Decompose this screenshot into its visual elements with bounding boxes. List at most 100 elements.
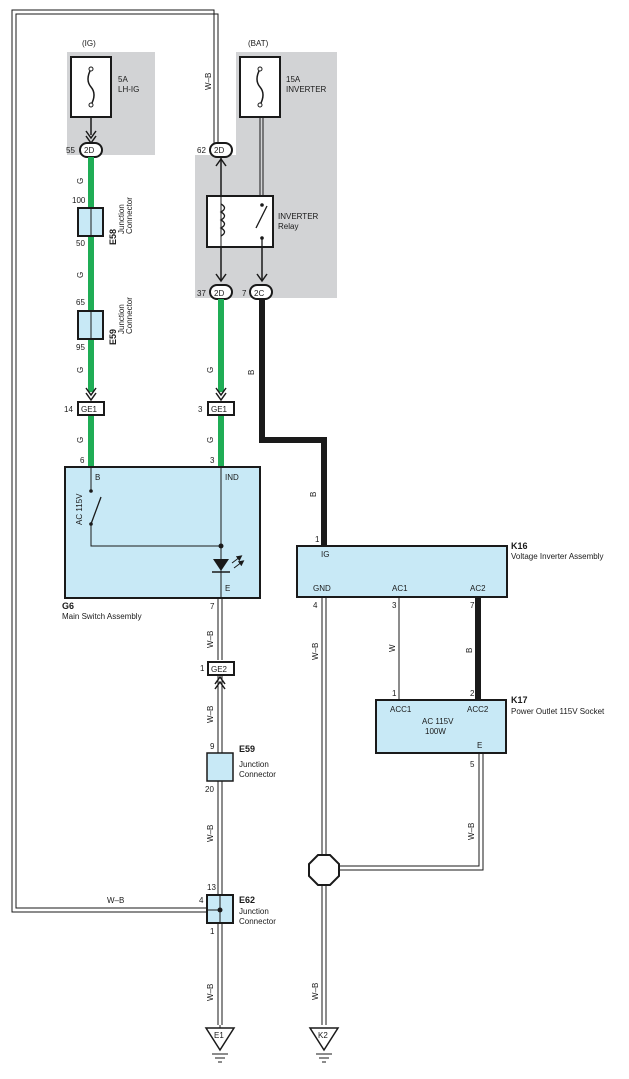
ground-k2-icon: [308, 1027, 340, 1052]
ge1-left-label: GE1: [81, 405, 98, 414]
black-wire-b: [259, 299, 327, 546]
e58-id: E58: [108, 229, 118, 245]
fuse-ig-name: LH-IG: [118, 85, 139, 94]
fuse-bat-rating: 15A: [286, 75, 301, 84]
main-switch-assembly: [64, 466, 261, 599]
e62-pin-left: 4: [199, 896, 204, 905]
wb-outer-loop: [11, 9, 219, 913]
k16-name: Voltage Inverter Assembly: [511, 552, 604, 561]
e62-desc1: Junction: [239, 907, 269, 916]
wb-wire-k17-e: [340, 753, 484, 871]
k17-id: K17: [511, 695, 528, 705]
conn-7-label: 2C: [254, 289, 264, 298]
k16-ig: IG: [321, 550, 329, 559]
conn-55-pin: 55: [66, 146, 75, 155]
wire-label-wb-4: W–B: [206, 984, 215, 1001]
k17-rating1: AC 115V: [422, 717, 454, 726]
voltage-inverter-assembly: [296, 545, 508, 598]
k17-pin-5: 5: [470, 760, 475, 769]
e62-pin-bottom: 1: [210, 927, 215, 936]
fuse-ig-rating: 5A: [118, 75, 128, 84]
g6-name: Main Switch Assembly: [62, 612, 142, 621]
fuse-bat-symbol: [256, 68, 264, 106]
conn-55-label: 2D: [84, 146, 94, 155]
wire-label-w: W: [388, 644, 397, 652]
fuse-bat-name: INVERTER: [286, 85, 327, 94]
k17-acc1: ACC1: [390, 705, 412, 714]
wire-label-g-5: G: [206, 367, 215, 373]
ge1-right-label: GE1: [211, 405, 228, 414]
k16-pin-4: 4: [313, 601, 318, 610]
k16-pin-7: 7: [470, 601, 475, 610]
k16-ac2: AC2: [470, 584, 486, 593]
fuse-ig-tag: (IG): [82, 39, 96, 48]
k17-e: E: [477, 741, 482, 750]
ge1-right-pin: 3: [198, 405, 203, 414]
e58-pin-top: 100: [72, 196, 86, 205]
wire-label-wb-2: W–B: [206, 706, 215, 723]
g6-pin-ind: IND: [225, 473, 239, 482]
conn-ge2: [207, 661, 235, 676]
g6-pin-b: B: [95, 473, 100, 482]
k17-rating2: 100W: [425, 727, 446, 736]
ground-e1-label: E1: [214, 1031, 224, 1040]
wire-label-wb-3: W–B: [206, 825, 215, 842]
e59t-id: E59: [108, 329, 118, 345]
wire-label-wb-5: W–B: [311, 643, 320, 660]
e59l-pin-top: 9: [210, 742, 215, 751]
wire-label-g-4: G: [76, 437, 85, 443]
wire-label-wb-7: W–B: [467, 823, 476, 840]
k17-name: Power Outlet 115V Socket: [511, 707, 605, 716]
k16-pin-1: 1: [315, 535, 320, 544]
e59l-pin-bottom: 20: [205, 785, 214, 794]
g6-pin-e: E: [225, 584, 230, 593]
wire-label-b-1: B: [247, 370, 256, 375]
e59t-pin-bottom: 95: [76, 343, 85, 352]
fuse-bat-tag: (BAT): [248, 39, 269, 48]
e59l-desc1: Junction: [239, 760, 269, 769]
wb-wire-center: [217, 598, 223, 1025]
wire-label-g-3: G: [76, 367, 85, 373]
g6-indicator-led-icon: [213, 559, 229, 571]
wire-label-wb-1: W–B: [206, 631, 215, 648]
wire-label-g-6: G: [206, 437, 215, 443]
conn-ge1-left: [77, 401, 105, 416]
g6-pin-6: 6: [80, 456, 85, 465]
wire-label-g-2: G: [76, 272, 85, 278]
k16-id: K16: [511, 541, 528, 551]
relay-name: INVERTER: [278, 212, 319, 221]
k17-pin-2: 2: [470, 689, 475, 698]
power-outlet-socket: [375, 699, 507, 754]
e62-pin-top: 13: [207, 883, 216, 892]
wb-wire-gnd: [321, 597, 327, 1025]
conn-ge1-right: [207, 401, 235, 416]
e62-desc2: Connector: [239, 917, 276, 926]
wire-label-wb-6: W–B: [311, 983, 320, 1000]
e58-pin-bottom: 50: [76, 239, 85, 248]
ground-k2-label: K2: [318, 1031, 328, 1040]
e58-desc2: Connector: [125, 197, 134, 234]
ground-splice-point: [308, 854, 340, 886]
e62-id: E62: [239, 895, 255, 905]
g6-id: G6: [62, 601, 74, 611]
wire-label-b-3: B: [465, 648, 474, 653]
fuse-ig-symbol: [87, 68, 95, 106]
k16-ac1: AC1: [392, 584, 408, 593]
wire-label-wb-loop: W–B: [107, 896, 124, 905]
e59t-pin-top: 65: [76, 298, 85, 307]
conn-37-pin: 37: [197, 289, 206, 298]
ground-e1-icon: [204, 1027, 236, 1052]
relay-switch-contact: [255, 205, 268, 229]
e59t-desc2: Connector: [125, 297, 134, 334]
g6-switch-contact: [90, 496, 102, 525]
k17-pin-1: 1: [392, 689, 397, 698]
conn-7-pin: 7: [242, 289, 247, 298]
wire-label-g-1: G: [76, 178, 85, 184]
e59l-desc2: Connector: [239, 770, 276, 779]
e59t-desc1: Junction: [117, 304, 126, 334]
e59l-id: E59: [239, 744, 255, 754]
g6-pin-3: 3: [210, 456, 215, 465]
e58-desc1: Junction: [117, 204, 126, 234]
ge2-label: GE2: [211, 665, 228, 674]
